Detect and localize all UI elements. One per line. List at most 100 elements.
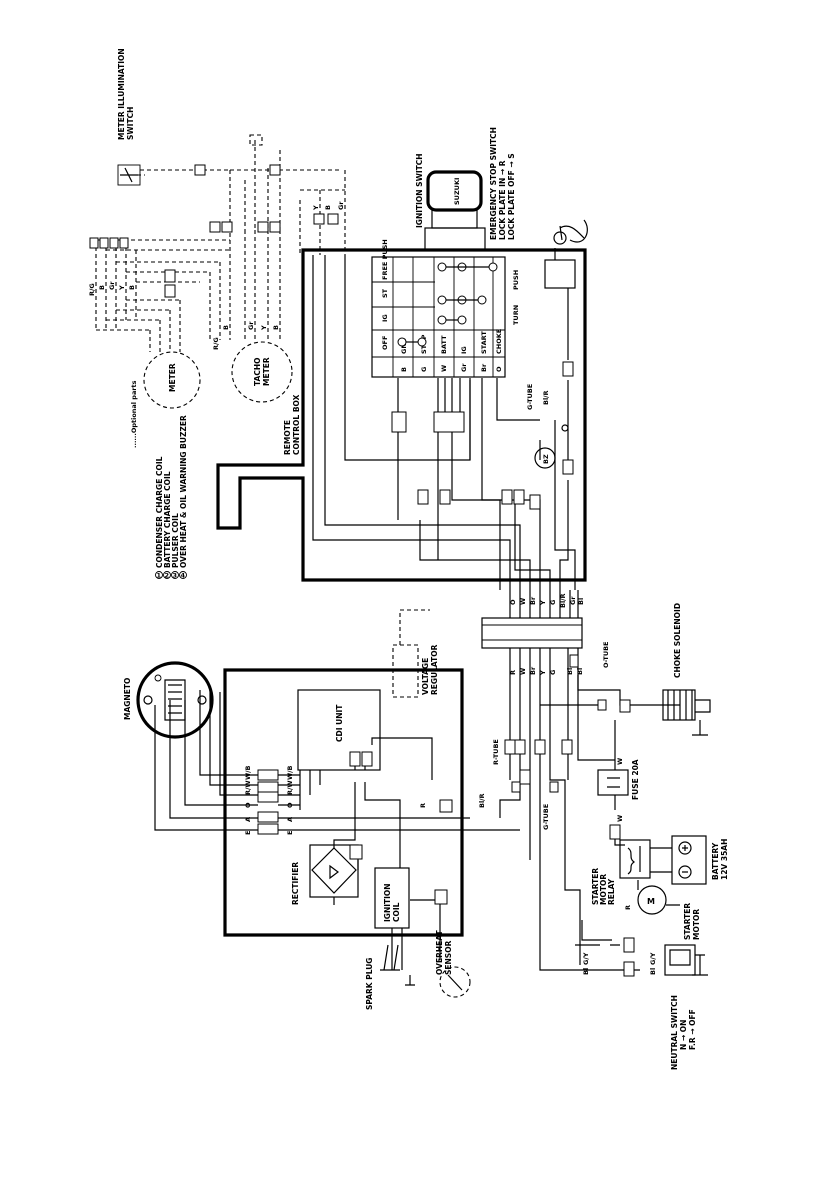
meter-connectors (89, 164, 339, 298)
svg-text:W/B: W/B (286, 765, 294, 780)
svg-text:R: R (624, 905, 632, 910)
starter-relay-label-1: STARTER (591, 868, 600, 905)
emergency-label-2: LOCK PLATE IN → R (498, 160, 507, 240)
lower-connectors (504, 654, 635, 977)
g-tube-label-2: G-TUBE (542, 804, 550, 830)
spark-plug-label: SPARK PLUG (365, 958, 374, 1010)
svg-text:R/W: R/W (244, 780, 252, 795)
legend-item-2: BATTERY CHARGE COIL (163, 471, 172, 568)
meter-label: METER (168, 363, 177, 392)
overheat-sensor-icon: OVERHEAT SENSOR (435, 930, 471, 998)
neutral-label-2: N → ON (679, 1020, 688, 1050)
svg-text:O: O (244, 802, 252, 808)
svg-text:R: R (419, 803, 427, 808)
starter-motor-label-2: MOTOR (692, 909, 701, 940)
magneto-icon (136, 661, 214, 739)
engine-box: CDI UNIT RECTIFIER IGNITION COIL (154, 668, 520, 970)
ignition-switch-table: OFF IG ST FREE PUSH TURN PUSH B GND G ST… (371, 239, 520, 378)
svg-text:Gr: Gr (460, 363, 468, 372)
svg-text:E: E (244, 831, 252, 835)
svg-text:B: B (128, 285, 136, 290)
svg-text:Br: Br (529, 596, 537, 605)
g-tube-label-1: G-TUBE (526, 384, 534, 410)
emergency-label-1: EMERGENCY STOP SWITCH (489, 127, 498, 240)
svg-text:R/G: R/G (212, 337, 220, 350)
svg-text:O: O (495, 366, 503, 372)
svg-text:Br: Br (529, 666, 537, 675)
svg-text:Bl: Bl (582, 968, 590, 975)
svg-text:Y: Y (312, 205, 320, 211)
spark-plug-icon: SPARK PLUG (365, 944, 415, 1010)
svg-text:G: G (549, 670, 557, 675)
svg-text:Bl: Bl (576, 668, 584, 675)
svg-text:FREE PUSH: FREE PUSH (381, 239, 389, 280)
lower-wiring: R-TUBE G-TUBE O-TUBE G/Y G/Y Bl Bl W W R (492, 642, 680, 977)
ignition-key-icon: SUZUKI (424, 170, 486, 251)
overheat-label-2: SENSOR (444, 940, 453, 975)
svg-text:ST: ST (381, 288, 389, 298)
legend-numbers: 1 2 3 4 (155, 571, 187, 580)
svg-text:CHOKE: CHOKE (495, 329, 503, 354)
voltage-regulator: VOLTAGE REGULATOR (392, 609, 439, 698)
choke-solenoid-icon: CHOKE SOLENOID (662, 603, 711, 736)
svg-text:OFF: OFF (381, 336, 389, 350)
svg-text:G: G (549, 600, 557, 605)
svg-text:4: 4 (181, 572, 186, 580)
emergency-stop-switch-icon (544, 219, 588, 289)
magneto-label: MAGNETO (123, 678, 132, 720)
neutral-label-3: F.R → OFF (688, 1009, 697, 1050)
svg-text:Y: Y (118, 285, 126, 291)
svg-text:TURN: TURN (512, 305, 520, 325)
svg-text:Bl/R: Bl/R (478, 793, 486, 808)
tacho-label-1: TACHO (253, 358, 262, 387)
starter-relay-label-2: MOTOR (599, 874, 608, 905)
emergency-label-3: LOCK PLATE OFF → S (507, 153, 516, 240)
tacho-label-2: METER (262, 357, 271, 386)
remote-label-1: REMOTE (283, 420, 292, 455)
svg-text:Y: Y (260, 325, 268, 331)
svg-text:M: M (647, 897, 655, 906)
svg-text:3: 3 (173, 572, 178, 580)
r-tube-label: R-TUBE (492, 739, 500, 765)
svg-text:B: B (222, 325, 230, 330)
cdi-unit-label: CDI UNIT (335, 704, 344, 742)
legend-optional-parts: ......Optional parts (130, 380, 138, 448)
remote-label-2: CONTROL BOX (292, 394, 301, 455)
svg-text:Y: Y (539, 600, 547, 606)
svg-text:B: B (324, 205, 332, 210)
svg-text:IG: IG (460, 346, 468, 354)
svg-text:IG: IG (381, 314, 389, 322)
fuse-label: FUSE 20A (631, 759, 640, 800)
svg-text:Bl: Bl (566, 668, 574, 675)
svg-text:B: B (98, 285, 106, 290)
svg-text:O: O (286, 802, 294, 808)
tacho-meter-gauge (231, 341, 293, 403)
cdi-connectors (257, 751, 453, 905)
main-harness: O W Br Y G Bl/R Gr Bl R W Br Y G Bl Bl (481, 590, 585, 730)
remote-box-wiring: BZ G-TUBE Bl/R (312, 255, 576, 590)
remote-connectors (391, 361, 574, 510)
remote-control-box: REMOTE CONTROL BOX (216, 248, 587, 582)
meter-section: METER TACHO METER (88, 48, 346, 409)
svg-text:B: B (400, 367, 408, 372)
svg-text:G/Y: G/Y (649, 952, 657, 965)
svg-text:E: E (286, 831, 294, 835)
legend: ......Optional parts CONDENSER CHARGE CO… (130, 380, 188, 579)
o-tube-label: O-TUBE (602, 642, 610, 669)
svg-text:W: W (616, 815, 624, 822)
svg-text:A: A (286, 817, 294, 822)
svg-text:G: G (420, 367, 428, 372)
meter-illumination-switch-icon (117, 164, 141, 186)
meter-gauge (143, 351, 201, 409)
legend-item-3: PULSER COIL (171, 513, 180, 568)
magneto: MAGNETO (123, 661, 214, 739)
svg-text:Gr: Gr (569, 596, 577, 605)
svg-text:Gr: Gr (337, 201, 345, 210)
svg-text:Gr: Gr (247, 321, 255, 330)
svg-text:R/G: R/G (88, 283, 96, 296)
svg-text:Gr: Gr (108, 281, 116, 290)
battery-icon: BATTERY 12V 35AH (650, 835, 729, 885)
svg-text:A: A (244, 817, 252, 822)
